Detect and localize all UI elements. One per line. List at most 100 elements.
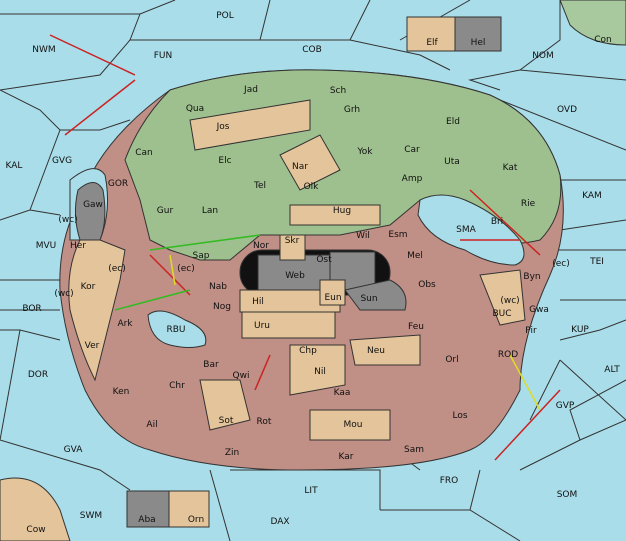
province-label-kar: Kar [339,452,354,462]
province-label-sap: Sap [193,251,210,261]
sea-label-lit: LIT [304,486,318,496]
province-label-sot: Sot [219,416,234,426]
province-label-hil: Hil [252,297,264,307]
province-label-orn: Orn [188,515,204,525]
sea-label-tei: TEI [589,257,604,267]
sea-label-rod: ROD [498,350,518,360]
province-label-zin: Zin [225,448,239,458]
province-label-nar: Nar [292,162,308,172]
province-label-kaa: Kaa [334,388,351,398]
province-label-tel: Tel [253,181,266,191]
sea-label-cow: Cow [26,525,45,535]
province-label-esm: Esm [388,230,407,240]
land-sun [344,279,407,311]
province-label-uru: Uru [254,321,270,331]
province-label-rie: Rie [521,199,536,209]
sea-label-som: SOM [557,490,578,500]
province-label-sch: Sch [330,86,346,96]
province-label-skr: Skr [285,236,300,246]
province-label-nab: Nab [209,282,227,292]
sea-label-fro: FRO [440,476,459,486]
sea-label-dor: DOR [28,370,48,380]
province-label-byn: Byn [523,272,540,282]
province-label-web: Web [285,271,305,281]
province-label-hug: Hug [333,206,351,216]
province-label-wil: Wil [356,231,370,241]
province-label-kat: Kat [503,163,518,173]
coast-tag: (ec) [552,259,570,269]
sea-label-gva: GVA [64,445,84,455]
province-label-amp: Amp [402,174,423,184]
province-label-ken: Ken [113,387,130,397]
province-label-nil: Nil [314,367,326,377]
sea-label-con: Con [594,35,612,45]
province-label-pir: Pir [525,326,537,336]
province-label-kor: Kor [81,282,96,292]
coast-tag: (wc) [500,296,519,306]
province-label-nog: Nog [213,302,231,312]
sea-label-nwm: NWM [32,45,55,55]
province-label-los: Los [452,411,467,421]
province-label-ail: Ail [146,420,157,430]
province-label-chr: Chr [169,381,185,391]
province-label-jos: Jos [216,122,230,132]
province-label-chp: Chp [299,346,317,356]
sea-label-alt: ALT [604,365,620,375]
sea-label-bor: BOR [22,304,41,314]
sea-label-fun: FUN [154,51,173,61]
province-label-jad: Jad [243,85,258,95]
province-label-bar: Bar [203,360,219,370]
sea-label-rbu: RBU [166,325,185,335]
province-label-eun: Eun [324,293,341,303]
province-label-sun: Sun [360,294,377,304]
province-label-mel: Mel [407,251,423,261]
coast-tag: (ec) [108,264,126,274]
sea-label-sma: SMA [456,225,476,235]
province-label-grh: Grh [344,105,360,115]
sea-label-cob: COB [302,45,322,55]
region-west-tan [68,239,126,382]
sea-label-kal: KAL [6,161,23,171]
sea-label-nom: NOM [532,51,554,61]
order-arrows [49,34,561,461]
province-label-gur: Gur [157,206,174,216]
province-label-aba: Aba [138,515,155,525]
province-label-orl: Orl [445,355,458,365]
province-label-qwi: Qwi [233,371,250,381]
province-label-ark: Ark [117,319,133,329]
sea-label-buc: BUC [492,309,511,319]
sea-label-ovd: OVD [557,105,577,115]
box-elf-hel [406,16,502,52]
province-label-rot: Rot [257,417,272,427]
province-label-gwa: Gwa [529,305,549,315]
box-aba-orn [126,490,210,528]
sea-label-gvg: GVG [52,156,72,166]
coast-tag: (wc) [58,215,77,225]
sea-label-dax: DAX [270,517,289,527]
province-label-olk: Olk [304,182,320,192]
coast-tag: (ec) [177,264,195,274]
province-label-car: Car [404,145,420,155]
coast-tag: (wc) [54,289,73,299]
province-label-qua: Qua [186,104,204,114]
province-label-neu: Neu [367,346,385,356]
province-label-ost: Ost [316,255,332,265]
tan-tiles [189,99,526,441]
province-label-sam: Sam [404,445,424,455]
province-label-uta: Uta [444,157,460,167]
sea-label-kam: KAM [582,191,602,201]
province-label-hel: Hel [471,38,486,48]
sea-sma [417,194,525,266]
sea-label-mvu: MVU [36,241,57,251]
province-label-ver: Ver [85,341,100,351]
province-label-mou: Mou [344,420,363,430]
sea-rbu [147,310,207,348]
sea-label-gor: GOR [108,179,128,189]
province-label-nor: Nor [253,241,269,251]
province-label-elc: Elc [218,156,231,166]
province-label-feu: Feu [408,322,424,332]
land-cow [0,477,71,541]
